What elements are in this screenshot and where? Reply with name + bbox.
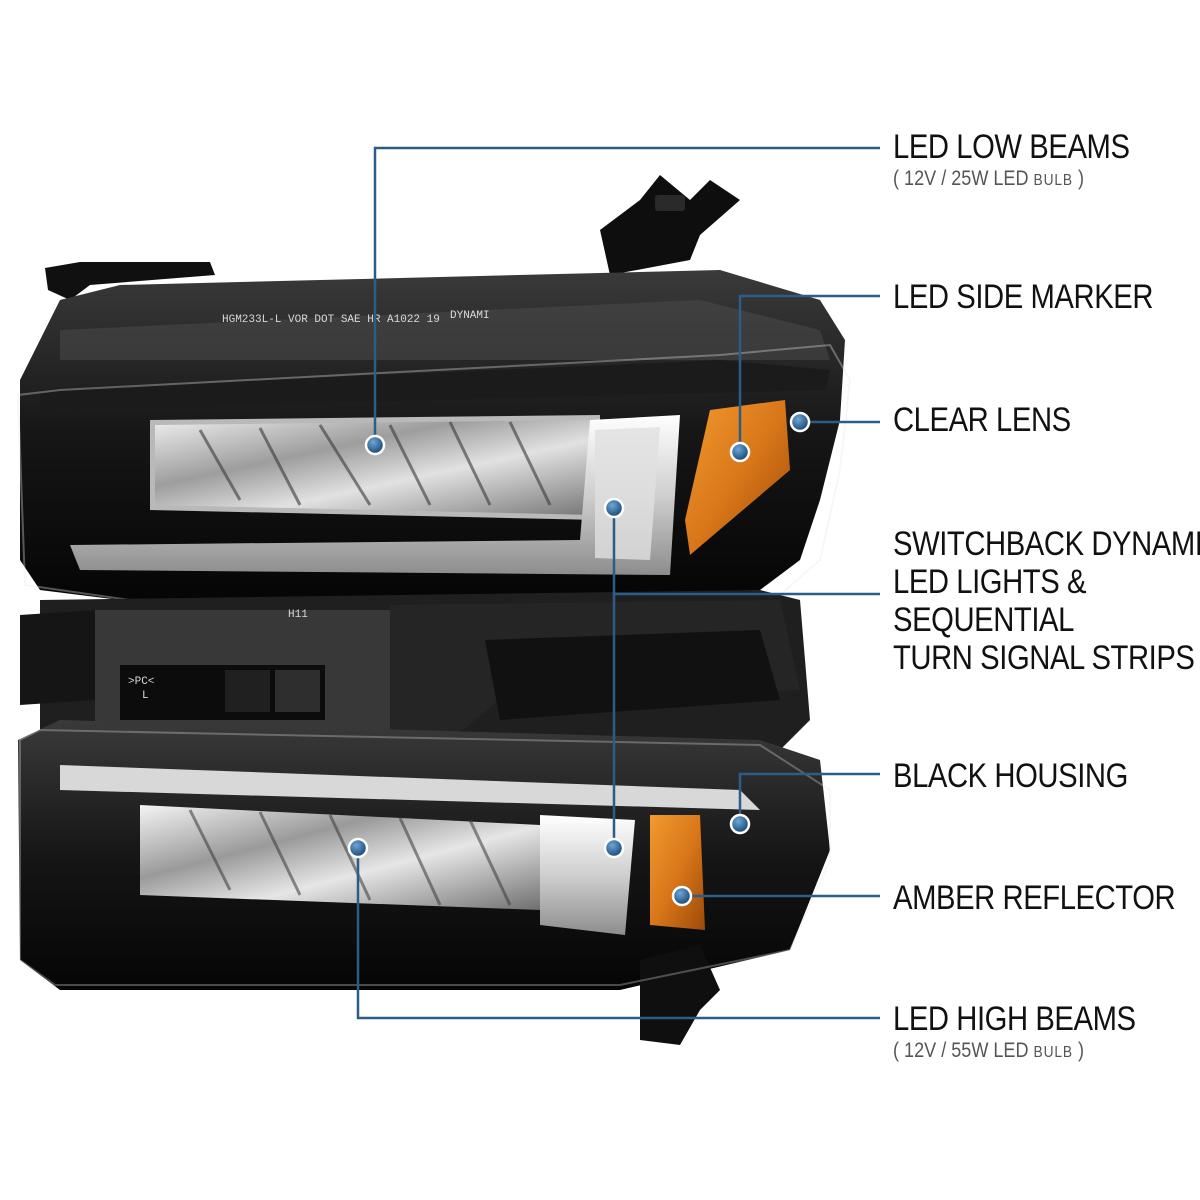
callout-clear-lens: CLEAR LENS [893, 401, 1100, 439]
dot-side-marker [729, 441, 751, 463]
switchback-line-2: LED LIGHTS & [893, 563, 1087, 601]
bulb-mark: H11 [288, 609, 308, 621]
black-housing-title: BLACK HOUSING [893, 757, 1128, 795]
callout-black-housing: BLACK HOUSING [893, 757, 1166, 795]
high-beams-title: LED HIGH BEAMS [893, 1000, 1136, 1038]
callout-high-beams: LED HIGH BEAMS ( 12V / 55W LED BULB ) [893, 1000, 1175, 1065]
callout-side-marker: LED SIDE MARKER [893, 278, 1195, 316]
switchback-line-1: SWITCHBACK DYNAMIC [893, 525, 1200, 563]
clear-lens-title: CLEAR LENS [893, 401, 1071, 439]
lower-housing [18, 720, 831, 1045]
leader-high-beams [356, 848, 880, 1020]
side-mark: L [142, 690, 149, 702]
low-beams-title: LED LOW BEAMS [893, 128, 1130, 166]
top-stamp: HGM233L-L VOR DOT SAE HR A1022 19 [222, 314, 440, 326]
dot-amber-reflector [671, 885, 693, 907]
mounting-brackets [45, 175, 740, 300]
dot-black-housing [729, 813, 751, 835]
dot-clear-lens [789, 411, 811, 433]
dot-switchback-lower [603, 837, 625, 859]
callout-amber-reflector: AMBER REFLECTOR [893, 879, 1200, 917]
material-mark: >PC< [128, 676, 154, 688]
middle-housing [20, 590, 810, 760]
dot-switchback-upper [603, 497, 625, 519]
dot-high-beams [347, 837, 369, 859]
switchback-line-4: TURN SIGNAL STRIPS [893, 639, 1195, 677]
dot-low-beams [364, 434, 386, 456]
high-beams-spec: ( 12V / 55W LED BULB ) [893, 1039, 1084, 1062]
leader-lines [356, 146, 880, 1020]
callout-low-beams: LED LOW BEAMS ( 12V / 25W LED BULB ) [893, 128, 1168, 193]
brand-stamp: DYNAMI [450, 310, 490, 322]
callout-switchback: SWITCHBACK DYNAMIC LED LIGHTS & SEQUENTI… [893, 525, 1200, 677]
switchback-line-3: SEQUENTIAL [893, 601, 1074, 639]
low-beams-spec: ( 12V / 25W LED BULB ) [893, 167, 1084, 190]
leader-black-housing [738, 772, 880, 824]
leader-side-marker [738, 294, 880, 450]
side-marker-title: LED SIDE MARKER [893, 278, 1154, 316]
callout-dots [347, 411, 811, 907]
amber-reflector-title: AMBER REFLECTOR [893, 879, 1176, 917]
lens-stamps: HGM233L-L VOR DOT SAE HR A1022 19 DYNAMI… [128, 310, 490, 702]
upper-housing [16, 270, 852, 602]
leader-low-beams [373, 146, 880, 445]
